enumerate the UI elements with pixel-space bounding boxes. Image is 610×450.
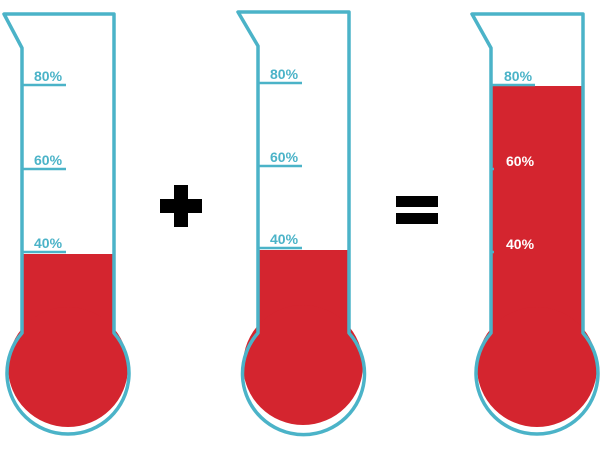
plus-sign-icon	[160, 185, 202, 227]
thermometer-3-label-60: 60%	[506, 153, 535, 169]
thermometer-2: 80% 60% 40%	[236, 10, 367, 437]
thermometer-3: 80% 60% 40%	[470, 12, 600, 436]
thermometer-2-outline	[236, 10, 367, 437]
thermometer-3-fill	[477, 86, 597, 427]
thermometer-1-bulb	[8, 307, 128, 427]
thermometer-2-label-40: 40%	[270, 231, 299, 247]
thermometer-3-fill-column	[491, 86, 583, 344]
thermometer-2-label-60: 60%	[270, 149, 299, 165]
thermometer-1-ticks: 80% 60% 40%	[22, 68, 66, 254]
thermometer-3-label-80: 80%	[504, 68, 533, 84]
thermometer-2-bulb	[243, 305, 363, 425]
thermometer-1-label-80: 80%	[34, 68, 63, 84]
thermometer-2-label-80: 80%	[270, 66, 299, 82]
thermometer-1: 80% 60% 40%	[2, 12, 131, 436]
thermometer-1-label-40: 40%	[34, 235, 63, 251]
thermometer-1-label-60: 60%	[34, 152, 63, 168]
thermometer-1-outline	[2, 12, 131, 436]
equals-sign-icon	[396, 196, 438, 224]
thermometer-3-outline	[470, 12, 600, 436]
thermometer-2-fill	[243, 250, 363, 425]
thermometer-3-ticks: 80% 60% 40%	[491, 68, 535, 254]
thermometer-3-label-40: 40%	[506, 236, 535, 252]
thermometer-3-bulb	[477, 307, 597, 427]
thermometer-1-fill	[8, 254, 128, 427]
thermometer-2-ticks: 80% 60% 40%	[258, 66, 302, 250]
